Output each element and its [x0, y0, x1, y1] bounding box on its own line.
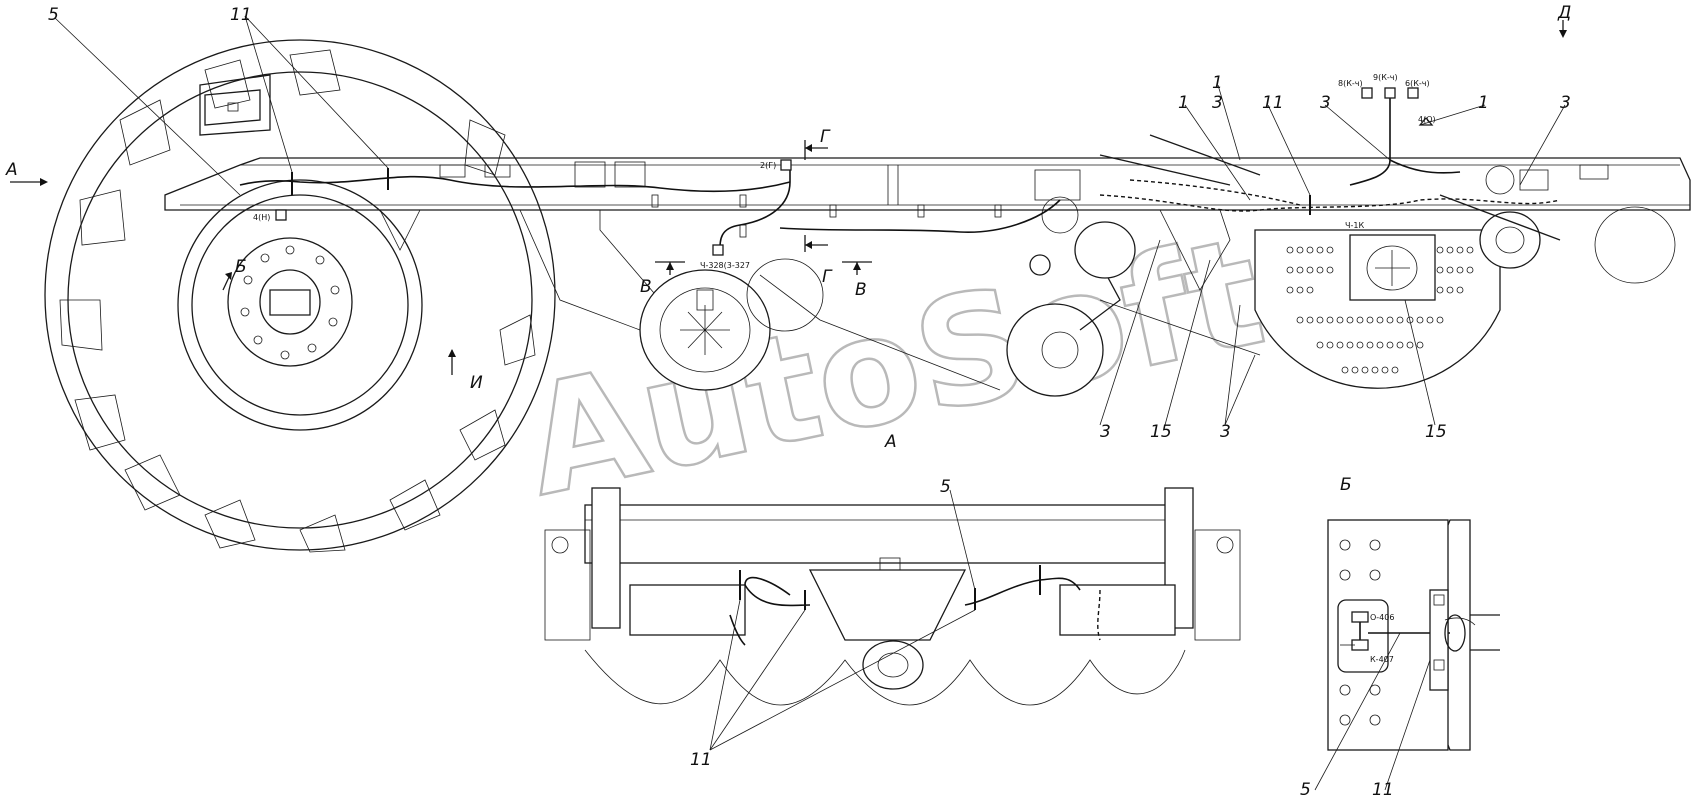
callout-15-a: 15	[1150, 422, 1172, 442]
view-title-b: Б	[1340, 475, 1352, 495]
view-letter-g-top: Г	[820, 127, 831, 147]
callout-5-top: 5	[48, 5, 59, 25]
detail-b: О-406 К-407 5 11	[1300, 519, 1500, 800]
left-wheel	[44, 39, 556, 553]
view-letter-v-right: В	[855, 280, 867, 300]
callout-5-detail-b: 5	[1300, 780, 1311, 800]
callout-3-e: 3	[1220, 422, 1231, 442]
label-8kch: 8(К-ч)	[1338, 79, 1363, 88]
callout-1-a: 1	[1212, 73, 1223, 93]
view-letter-d: Д	[1557, 3, 1571, 23]
callout-11-mid: 11	[1262, 93, 1284, 113]
label-6kch: 6(К-ч)	[1405, 79, 1430, 88]
label-ch1k: Ч-1К	[1345, 221, 1364, 230]
label-2g: 2(Г)	[760, 161, 776, 170]
label-9kch: 9(К-ч)	[1373, 73, 1398, 82]
callout-1-b: 1	[1178, 93, 1189, 113]
callout-3-d: 3	[1100, 422, 1111, 442]
callout-3-c: 3	[1560, 93, 1571, 113]
callout-1-c: 1	[1478, 93, 1489, 113]
wiring-harness-main	[239, 87, 1561, 256]
callout-labels-top: 5 11 1 1 3 11 3 1 3 3 15 3 15	[48, 5, 1571, 442]
label-4-328: Ч-328(3-327	[700, 261, 750, 270]
callout-11-view-a: 11	[690, 750, 712, 770]
detail-label-bottom: К-407	[1370, 655, 1394, 664]
detail-label-top: О-406	[1370, 613, 1394, 622]
label-4o: 4(О)	[1418, 115, 1436, 124]
mechanical-components	[639, 134, 1676, 397]
callout-11-top: 11	[230, 5, 252, 25]
view-title-a: А	[884, 432, 897, 452]
leader-lines-top	[54, 15, 1566, 426]
callout-11-detail-b: 11	[1372, 780, 1394, 800]
callout-15-b: 15	[1425, 422, 1447, 442]
view-letter-v-left: В	[640, 277, 652, 297]
section-markers	[10, 20, 1567, 375]
view-letter-i: И	[470, 373, 483, 393]
callout-3-a: 3	[1212, 93, 1223, 113]
callout-3-b: 3	[1320, 93, 1331, 113]
view-letter-a-arrow: А	[5, 160, 18, 180]
view-letter-g-mid: Г	[822, 267, 833, 287]
watermark-text: AutoSoft	[511, 205, 1277, 530]
view-a-front: 11 5	[544, 477, 1241, 770]
label-4n: 4(Н)	[253, 213, 270, 222]
view-letter-b-ref: Б	[235, 257, 247, 277]
view-letters: А Б И Г Г В В Д А Б	[5, 3, 1571, 495]
frame-rail	[164, 157, 1691, 331]
connector-labels: 4(Н) 2(Г) Ч-328(3-327 8(К-ч) 9(К-ч) 6(К-…	[253, 73, 1436, 270]
callout-5-view-a: 5	[940, 477, 951, 497]
